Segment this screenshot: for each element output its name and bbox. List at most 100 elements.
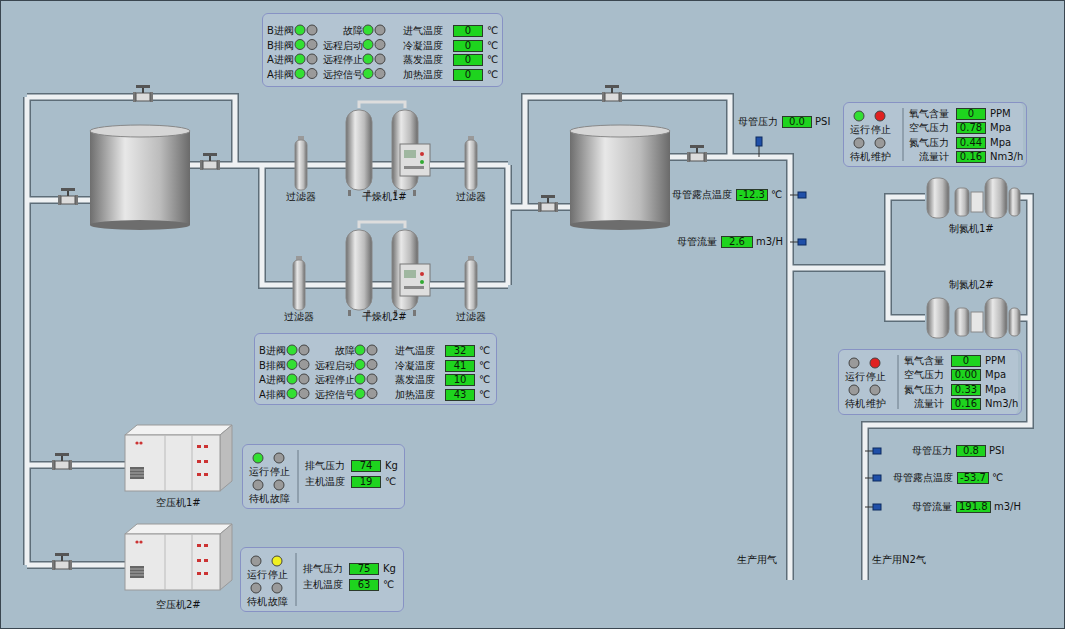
value-display: 0.78: [956, 122, 986, 134]
equipment-label: 空压机1#: [156, 497, 201, 509]
text-label: 母管压力: [738, 116, 778, 128]
field-label: ℃: [385, 476, 396, 488]
field-label: 待机: [249, 493, 269, 505]
value-display: 2.6: [721, 236, 753, 248]
field-label: 冷凝温度: [395, 360, 435, 372]
pipe-connector: [430, 165, 453, 166]
field-label: 氮气压力: [909, 137, 949, 149]
field-label: 远控信号: [315, 389, 355, 401]
pipe-connector: [319, 165, 338, 166]
equipment: 过滤器: [283, 136, 319, 204]
field-label: 停止: [871, 124, 891, 136]
field-label: 氮气压力: [904, 384, 944, 396]
field-label: 主机温度: [305, 476, 345, 488]
field-label: 氧气含量: [904, 355, 944, 367]
text-label: 生产用气: [737, 554, 777, 566]
value-display: 0: [951, 355, 981, 367]
value-display: 0: [956, 108, 986, 120]
field-label: ℃: [487, 40, 498, 52]
text-label: m3/H: [756, 236, 783, 248]
equipment: 制氮机1#: [918, 174, 1024, 236]
equipment-label: 制氮机2#: [949, 279, 994, 291]
field-label: Mpa: [990, 122, 1011, 134]
equipment: 过滤器: [453, 136, 489, 204]
text-label: 生产用N2气: [872, 554, 926, 566]
value-display: 19: [351, 476, 381, 488]
field-label: ℃: [479, 374, 490, 386]
pipe-segment: [430, 281, 453, 289]
equipment-label: 干燥机2#: [362, 311, 407, 323]
field-label: ℃: [479, 345, 490, 357]
field-label: 远程停止: [323, 54, 363, 66]
equipment: 过滤器: [281, 256, 317, 324]
text-label: 母管露点温度: [893, 472, 953, 484]
field-label: 故障: [335, 345, 355, 357]
value-display: 0.44: [956, 137, 986, 149]
text-label: 母管露点温度: [672, 189, 732, 201]
value-display: 74: [351, 460, 381, 472]
field-label: 蒸发温度: [403, 54, 443, 66]
pipe-segment: [430, 161, 453, 169]
field-label: 主机温度: [303, 579, 343, 591]
field-label: Nm3/h: [985, 398, 1018, 410]
text-label: 母管流量: [912, 501, 952, 513]
equipment: 制氮机2#: [918, 277, 1024, 339]
equipment-label: 空压机2#: [156, 599, 201, 611]
field-label: PPM: [985, 355, 1006, 367]
field-label: 故障: [270, 493, 290, 505]
field-label: 停止: [270, 466, 290, 478]
value-display: 0.16: [951, 398, 981, 410]
field-label: 进气温度: [403, 25, 443, 37]
field-label: 加热温度: [395, 389, 435, 401]
value-display: 75: [349, 563, 379, 575]
value-display: 0: [453, 69, 483, 81]
field-label: 停止: [268, 569, 288, 581]
field-label: B排阀: [267, 40, 294, 52]
field-label: Mpa: [985, 384, 1006, 396]
field-label: 远程停止: [315, 374, 355, 386]
field-label: ℃: [383, 579, 394, 591]
field-label: 远程启动: [315, 360, 355, 372]
equipment: 干燥机2#: [338, 226, 430, 324]
text-label: 母管流量: [677, 236, 717, 248]
pipe-segment: [430, 163, 453, 168]
field-label: 运行: [850, 124, 870, 136]
status-panel: B进阀故障进气温度0℃B排阀远程启动冷凝温度0℃A进阀远程停止蒸发温度0℃A排阀…: [262, 13, 503, 87]
field-label: Mpa: [990, 137, 1011, 149]
field-label: 故障: [343, 25, 363, 37]
equipment-label: 过滤器: [284, 311, 314, 323]
value-display: 0: [453, 54, 483, 66]
text-label: m3/H: [994, 501, 1021, 513]
value-display: 0.33: [951, 384, 981, 396]
value-display: -53.7: [957, 472, 989, 484]
field-label: 空气压力: [909, 122, 949, 134]
field-label: A排阀: [259, 389, 286, 401]
value-display: 41: [445, 360, 475, 372]
value-display: 32: [445, 345, 475, 357]
field-label: 待机: [850, 151, 870, 163]
field-label: 远控信号: [323, 69, 363, 81]
field-label: 运行: [249, 466, 269, 478]
pipe-connector: [317, 285, 338, 286]
value-display: 43: [445, 389, 475, 401]
field-label: 维护: [871, 151, 891, 163]
field-label: 空气压力: [904, 369, 944, 381]
field-label: 故障: [268, 596, 288, 608]
pipe-connector: [430, 285, 453, 286]
equipment: 过滤器: [453, 256, 489, 324]
text-label: PSI: [815, 116, 830, 128]
field-label: ℃: [487, 69, 498, 81]
status-panel: 运行停止待机维护氧气含量0PPM空气压力0.78Mpa氮气压力0.44Mpa流量…: [843, 102, 1027, 167]
text-label: ℃: [992, 472, 1003, 484]
pipe-segment: [430, 283, 453, 288]
field-label: 加热温度: [403, 69, 443, 81]
field-label: Mpa: [985, 369, 1006, 381]
field-label: ℃: [487, 25, 498, 37]
equipment-label: 过滤器: [456, 191, 486, 203]
field-label: 排气压力: [303, 563, 343, 575]
pipe-segment: [319, 161, 338, 169]
equipment: 空压机1#: [118, 420, 238, 510]
field-label: 进气温度: [395, 345, 435, 357]
equipment: 空压机2#: [118, 520, 238, 612]
field-label: PPM: [990, 108, 1011, 120]
